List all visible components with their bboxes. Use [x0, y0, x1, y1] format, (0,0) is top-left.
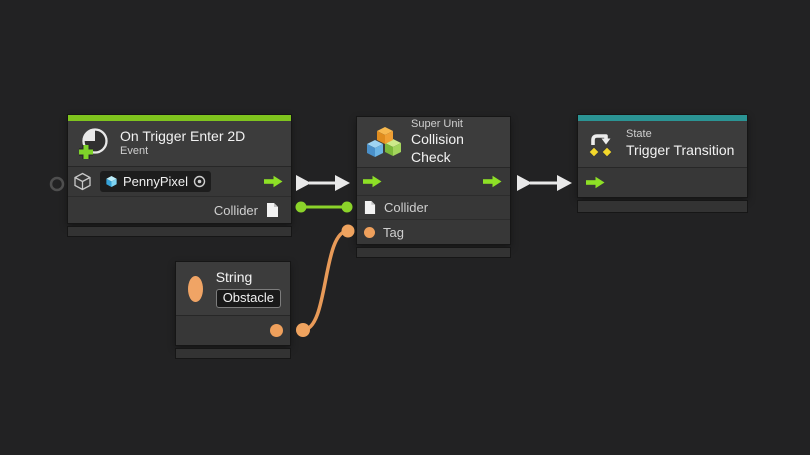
unconnected-input-port[interactable] — [49, 176, 65, 192]
node-kind-label: State — [626, 128, 652, 141]
node-footer — [357, 248, 510, 257]
string-circle-icon — [188, 275, 203, 302]
tag-input-port[interactable] — [364, 226, 375, 238]
object-picker-icon[interactable] — [193, 175, 206, 188]
prefab-cube-icon — [105, 175, 118, 188]
gameobject-cube-icon — [73, 172, 92, 191]
node-footer — [578, 201, 747, 212]
connection-collider-value[interactable] — [295, 201, 353, 213]
node-footer — [176, 349, 290, 358]
connection-tag-value[interactable] — [296, 224, 355, 338]
flow-input-port[interactable] — [586, 176, 605, 189]
node-trigger-transition[interactable]: State Trigger Transition — [578, 115, 747, 212]
node-on-trigger-enter-2d[interactable]: On Trigger Enter 2D Event — [68, 115, 291, 236]
collider-input-label: Collider — [384, 200, 429, 215]
connection-flow-collision-to-transition[interactable] — [517, 175, 572, 191]
node-collision-check[interactable]: Super Unit Collision Check — [357, 117, 510, 257]
node-title: String — [215, 269, 253, 286]
event-accent-strip — [68, 115, 291, 121]
collider-file-icon[interactable] — [364, 200, 376, 215]
tag-input-label: Tag — [383, 224, 404, 240]
node-title: Collision Check — [411, 131, 464, 165]
connection-flow-event-to-collision[interactable] — [296, 175, 350, 191]
node-kind-label: Super Unit — [411, 117, 463, 130]
string-output-port[interactable] — [270, 324, 283, 337]
node-footer — [68, 227, 291, 236]
super-unit-boxes-icon — [366, 125, 402, 159]
node-string-literal[interactable]: String Obstacle — [176, 262, 290, 358]
state-accent-strip — [578, 115, 747, 121]
flow-output-port[interactable] — [264, 175, 283, 188]
target-object-value: PennyPixel — [123, 174, 189, 189]
flow-input-port[interactable] — [363, 175, 382, 188]
state-transition-icon — [587, 130, 617, 159]
node-title: Trigger Transition — [626, 142, 735, 159]
target-object-field[interactable]: PennyPixel — [100, 171, 212, 192]
string-value-field[interactable]: Obstacle — [215, 288, 281, 308]
node-title: On Trigger Enter 2D — [120, 127, 246, 144]
node-kind-label: Event — [120, 145, 149, 158]
event-plus-icon — [77, 127, 111, 161]
collider-file-icon[interactable] — [266, 202, 279, 218]
collider-output-label: Collider — [213, 202, 258, 218]
flow-output-port[interactable] — [483, 175, 502, 188]
